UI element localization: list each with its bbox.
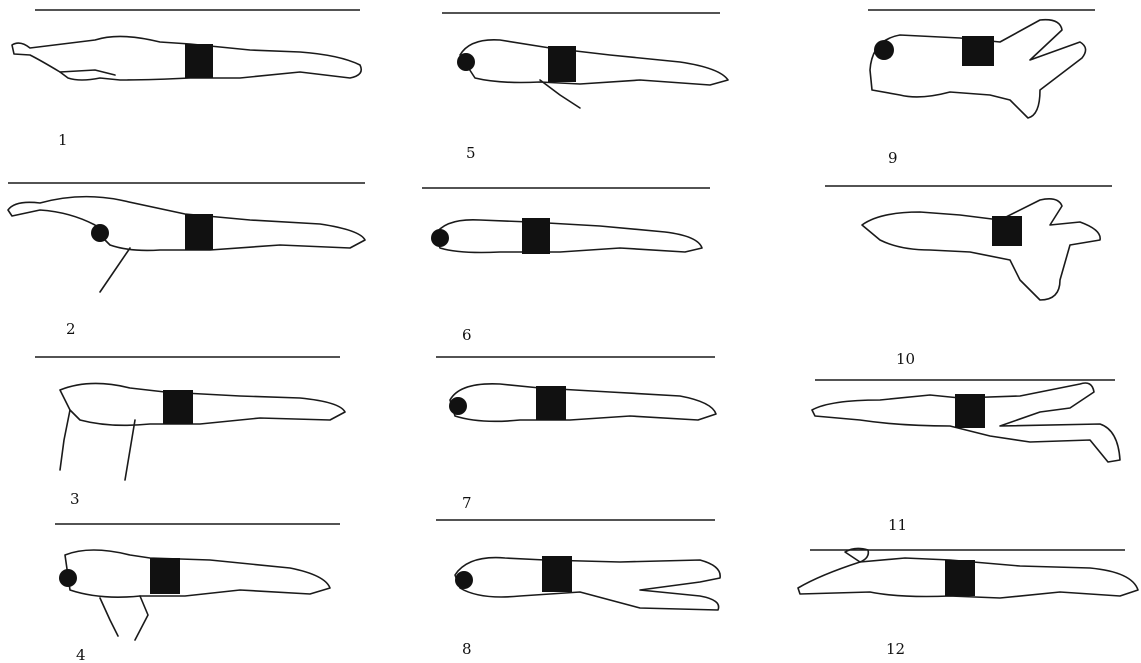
- frame-label: 2: [66, 320, 76, 338]
- swim-trunks: [548, 46, 576, 82]
- frame-label: 1: [58, 131, 68, 149]
- frame-6: 6: [422, 188, 710, 344]
- frame-label: 3: [70, 490, 80, 508]
- swimmer-figure: [450, 384, 716, 422]
- frame-10: 10: [825, 186, 1112, 368]
- swimmer-figure: [60, 383, 345, 425]
- frame-1: 1: [12, 10, 361, 149]
- frame-3: 3: [35, 357, 345, 508]
- swimmer-arm: [100, 596, 148, 640]
- swimmer-arm-right: [125, 420, 135, 480]
- swimmer-head: [449, 397, 467, 415]
- swimmer-arm: [100, 248, 130, 292]
- frame-5: 5: [442, 13, 728, 162]
- frame-4: 4: [55, 524, 340, 663]
- frame-label: 6: [462, 326, 472, 344]
- swimmer-figure: [455, 558, 720, 610]
- swimmer-figure: [870, 20, 1086, 118]
- swimmer-figure: [460, 40, 728, 85]
- frame-2: 2: [8, 183, 365, 338]
- frame-11: 11: [812, 380, 1120, 534]
- frame-12: 12: [798, 548, 1138, 658]
- swimmer-figure: [435, 220, 702, 253]
- swim-trunks: [150, 558, 180, 594]
- swim-trunks: [522, 218, 550, 254]
- frame-9: 9: [868, 10, 1095, 167]
- swimmer-head: [457, 53, 475, 71]
- frame-label: 8: [462, 640, 472, 658]
- frame-label: 5: [466, 144, 476, 162]
- frame-label: 4: [76, 646, 86, 663]
- swimmer-head: [455, 571, 473, 589]
- frame-label: 12: [886, 640, 905, 658]
- swimmer-arm-left: [60, 410, 70, 470]
- swim-trunks: [955, 394, 985, 428]
- swim-trunks: [542, 556, 572, 592]
- frame-7: 7: [436, 357, 716, 512]
- frame-label: 9: [888, 149, 898, 167]
- swimmer-arm: [60, 70, 115, 75]
- swimmer-head: [59, 569, 77, 587]
- swimmer-figure: [65, 550, 330, 597]
- swim-trunks: [945, 560, 975, 596]
- swim-trunks: [163, 390, 193, 424]
- swim-trunks: [992, 216, 1022, 246]
- frame-label: 10: [896, 350, 915, 368]
- swimmer-head: [874, 40, 894, 60]
- swim-trunks: [962, 36, 994, 66]
- frame-8: 8: [436, 520, 720, 658]
- swim-trunks: [185, 44, 213, 78]
- swim-trunks: [185, 214, 213, 250]
- frame-label: 11: [888, 516, 907, 534]
- swimmer-head: [431, 229, 449, 247]
- swim-trunks: [536, 386, 566, 420]
- frame-label: 7: [462, 494, 472, 512]
- swimmer-figure: [862, 199, 1100, 300]
- swimmer-head: [91, 224, 109, 242]
